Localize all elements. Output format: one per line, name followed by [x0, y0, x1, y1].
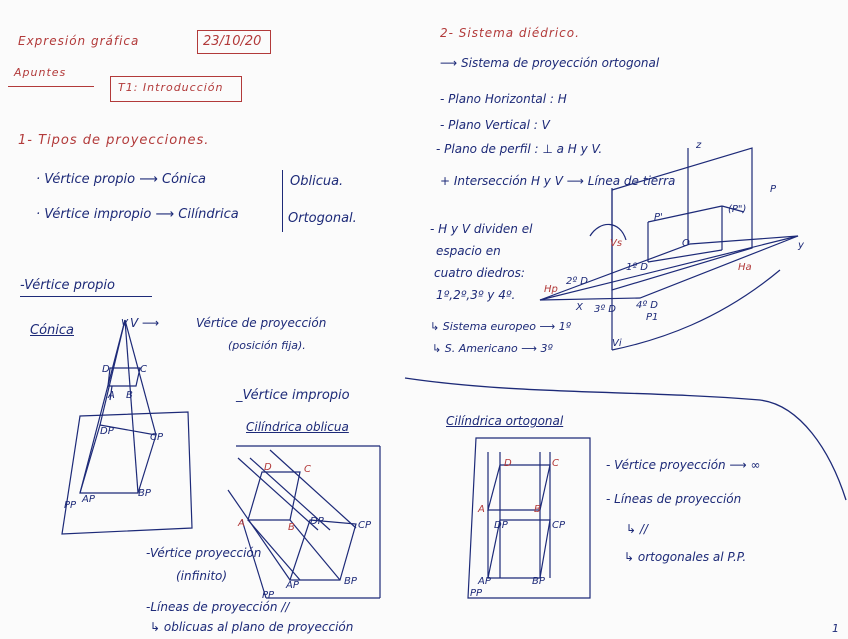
label-ort-a: A: [477, 504, 485, 515]
section2-l9: ↳ Sistema europeo ⟶ 1º: [430, 320, 571, 333]
section2-l2: - Plano Vertical : V: [440, 118, 550, 132]
oblicua-labels: D C A B DP CP AP BP PP: [237, 462, 372, 601]
section2-l8: 1º,2º,3º y 4º.: [436, 288, 516, 302]
ortogonal-diagram: [467, 437, 591, 599]
label-bp: BP: [138, 488, 152, 499]
impropio-bullet4: ↳ oblicuas al plano de proyección: [150, 620, 354, 634]
label-ort-pp: PP: [470, 588, 483, 599]
label-obl-b: B: [288, 522, 295, 533]
section2-l7: cuatro diedros:: [434, 266, 525, 280]
notes-underline: [8, 86, 94, 87]
label-v: V: [121, 318, 129, 329]
brace: [282, 170, 283, 232]
ortogonal-b1: - Vértice proyección ⟶ ∞: [606, 458, 761, 472]
label-obl-cp: CP: [358, 520, 372, 531]
ortogonal-b3: ↳ //: [626, 522, 648, 536]
label-vs: Vs: [610, 238, 622, 249]
ortogonal-labels: D C A B DP CP AP BP PP: [470, 458, 566, 599]
notes-label: Apuntes: [14, 66, 67, 79]
conica-plane: [61, 411, 193, 535]
label-p3: (P"): [728, 204, 746, 215]
vertice-propio-title: -Vértice propio: [20, 278, 115, 293]
label-a: A: [107, 390, 115, 401]
label-z: z: [695, 140, 702, 151]
topic-label: T1: Introducción: [118, 81, 224, 94]
section1-title: 1- Tipos de proyecciones.: [18, 133, 210, 148]
label-ort-bp: BP: [532, 576, 546, 587]
cilindrica-oblicua-label: Cilíndrica oblicua: [246, 420, 349, 434]
label-obl-d: D: [264, 462, 272, 473]
label-vi: Vi: [612, 338, 622, 349]
label-b: B: [126, 390, 133, 401]
cilindrica-ortogonal-title: Cilíndrica ortogonal: [446, 414, 564, 428]
label-ort-dp: DP: [494, 520, 509, 531]
label-ort-ap: AP: [477, 576, 492, 587]
section1-line1: · Vértice propio ⟶ Cónica: [36, 172, 206, 187]
vertice-desc2: (posición fija).: [228, 339, 306, 352]
topic-box: [110, 76, 242, 102]
section2-l1: - Plano Horizontal : H: [440, 92, 567, 106]
diedrico-labels: z y X O Vs Hp Ha Vi P' P (P") P1 2º D 1º…: [544, 140, 805, 349]
vertice-impropio-title: _Vértice impropio: [236, 388, 350, 403]
option-ortogonal: Ortogonal.: [288, 211, 357, 226]
label-ort-cp: CP: [552, 520, 566, 531]
label-d: D: [102, 364, 110, 375]
section2-sub: ⟶ Sistema de proyección ortogonal: [440, 56, 660, 70]
label-ort-c: C: [552, 458, 559, 469]
label-x: X: [575, 302, 584, 313]
subject-label: Expresión gráfica: [18, 34, 140, 48]
label-hp: Hp: [544, 284, 558, 295]
label-cp: CP: [150, 432, 164, 443]
label-ha: Ha: [738, 262, 752, 273]
label-pp: PP: [64, 500, 77, 511]
label-dp: DP: [100, 426, 115, 437]
section2-l3: - Plano de perfil : ⊥ a H y V.: [436, 142, 603, 156]
oblicua-diagram: [227, 445, 381, 599]
label-ap: AP: [81, 494, 96, 505]
label-obl-c: C: [304, 464, 311, 475]
label-obl-pp: PP: [262, 590, 275, 601]
label-p2: P': [654, 212, 663, 223]
label-c: C: [140, 364, 147, 375]
conica-labels: V D C A B DP CP AP BP PP: [64, 318, 164, 511]
label-p1: P1: [646, 312, 658, 323]
conica-diagram: [61, 319, 193, 535]
label-obl-dp: DP: [310, 516, 325, 527]
impropio-bullet1: -Vértice proyección: [146, 546, 262, 560]
label-p: P: [770, 184, 777, 195]
label-ort-d: D: [504, 458, 512, 469]
conica-label: Cónica: [30, 323, 74, 338]
label-y: y: [797, 240, 805, 251]
label-d3: 3º D: [594, 304, 616, 315]
section2-title: 2- Sistema diédrico.: [440, 26, 580, 40]
date-label: 23/10/20: [203, 34, 262, 49]
label-obl-ap: AP: [285, 580, 300, 591]
v-arrow-label: V ⟶: [130, 316, 160, 330]
section2-l6: espacio en: [436, 244, 501, 258]
page-divider: [404, 377, 847, 501]
label-obl-bp: BP: [344, 576, 358, 587]
section1-line2: · Vértice impropio ⟶ Cilíndrica: [36, 207, 239, 222]
label-d2: 2º D: [566, 276, 588, 287]
label-d4: 4º D: [636, 300, 658, 311]
ortogonal-b2: - Líneas de proyección: [606, 492, 742, 506]
section2-l5: - H y V dividen el: [430, 222, 533, 236]
page-number: 1: [832, 622, 839, 635]
label-obl-a: A: [237, 518, 245, 529]
section2-l4: + Intersección H y V ⟶ Línea de tierra: [440, 174, 676, 188]
impropio-bullet3: -Líneas de proyección //: [146, 600, 290, 614]
label-d1: 1º D: [626, 262, 648, 273]
diedrico-diagram: [539, 147, 799, 351]
ortogonal-b4: ↳ ortogonales al P.P.: [624, 550, 747, 564]
date-box: [197, 30, 271, 54]
impropio-bullet2: (infinito): [176, 569, 228, 583]
option-oblicua: Oblicua.: [290, 174, 344, 189]
section2-l10: ↳ S. Americano ⟶ 3º: [432, 342, 553, 355]
vertice-propio-underline: [20, 296, 152, 297]
label-ort-b: B: [534, 504, 541, 515]
label-o: O: [682, 238, 690, 249]
vertice-desc1: Vértice de proyección: [196, 316, 327, 330]
